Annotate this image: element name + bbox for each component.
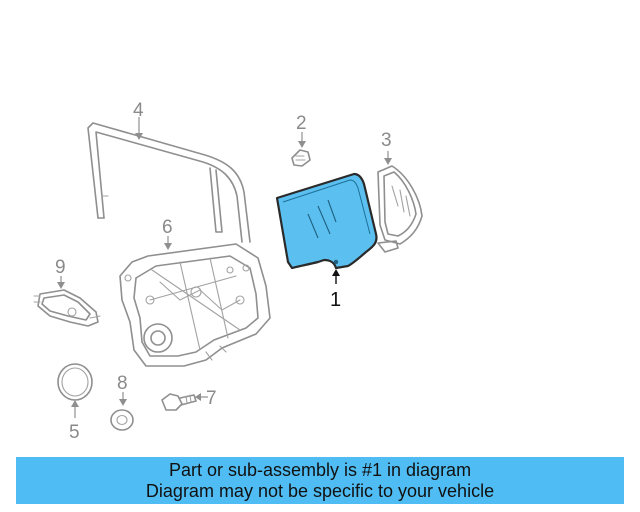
door-glass-highlight [275,172,378,270]
callout-3: 3 [381,130,392,151]
part-5-plug: 5 [57,363,93,443]
callout-5: 5 [69,422,80,443]
callout-4: 4 [133,100,144,121]
part-1-door-glass: 1 [275,172,378,311]
part-9-window-motor: 9 [33,257,101,327]
callout-8: 8 [117,373,128,394]
banner-line-2: Diagram may not be specific to your vehi… [145,481,495,501]
part-2-bolt: 2 [291,113,311,167]
part-6-window-regulator: 6 [119,217,271,367]
callout-7: 7 [206,388,217,409]
parts-diagram: 4 2 3 1 [33,100,423,443]
banner-line-1: Part or sub-assembly is #1 in diagram [168,460,472,480]
part-8-nut: 8 [110,373,134,431]
info-banner: Part or sub-assembly is #1 in diagram Di… [16,457,624,504]
part-3-quarter-glass: 3 [377,130,423,253]
part-4-window-channel: 4 [87,100,251,243]
part-7-bolt: 7 [161,388,217,411]
callout-9: 9 [55,257,66,278]
callout-2: 2 [296,113,307,134]
callout-1: 1 [330,289,341,311]
callout-6: 6 [162,217,173,238]
